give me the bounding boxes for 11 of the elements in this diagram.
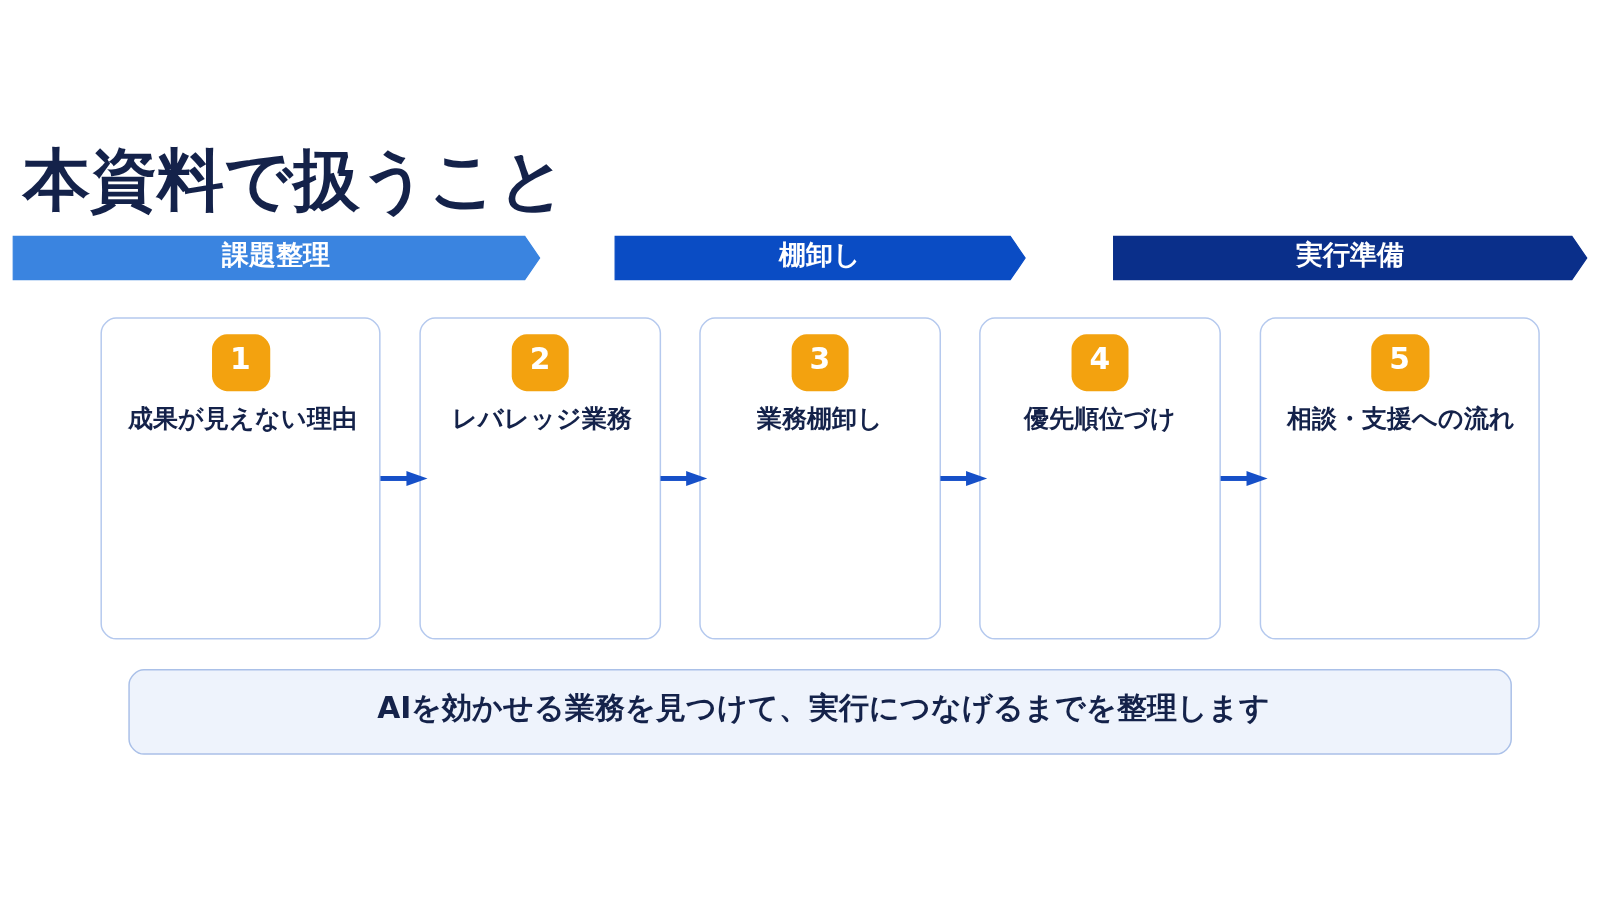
arrow	[380, 471, 428, 486]
node-box: 1 成果が見えない理由	[100, 317, 381, 640]
node-box: 2 レバレッジ業務	[419, 317, 662, 640]
arrow	[660, 471, 708, 486]
node-box: 4 優先順位づけ	[979, 317, 1221, 640]
node-box: 5 相談・支援への流れ	[1259, 317, 1540, 640]
node-box: AIを効かせる業務を見つけて、実行につなげるまでを整理します	[128, 669, 1512, 755]
arrow	[940, 471, 988, 486]
arrow	[1220, 471, 1268, 486]
node-box: 3 業務棚卸し	[699, 317, 941, 640]
diagram-title: 本資料で扱うこと	[23, 141, 568, 220]
